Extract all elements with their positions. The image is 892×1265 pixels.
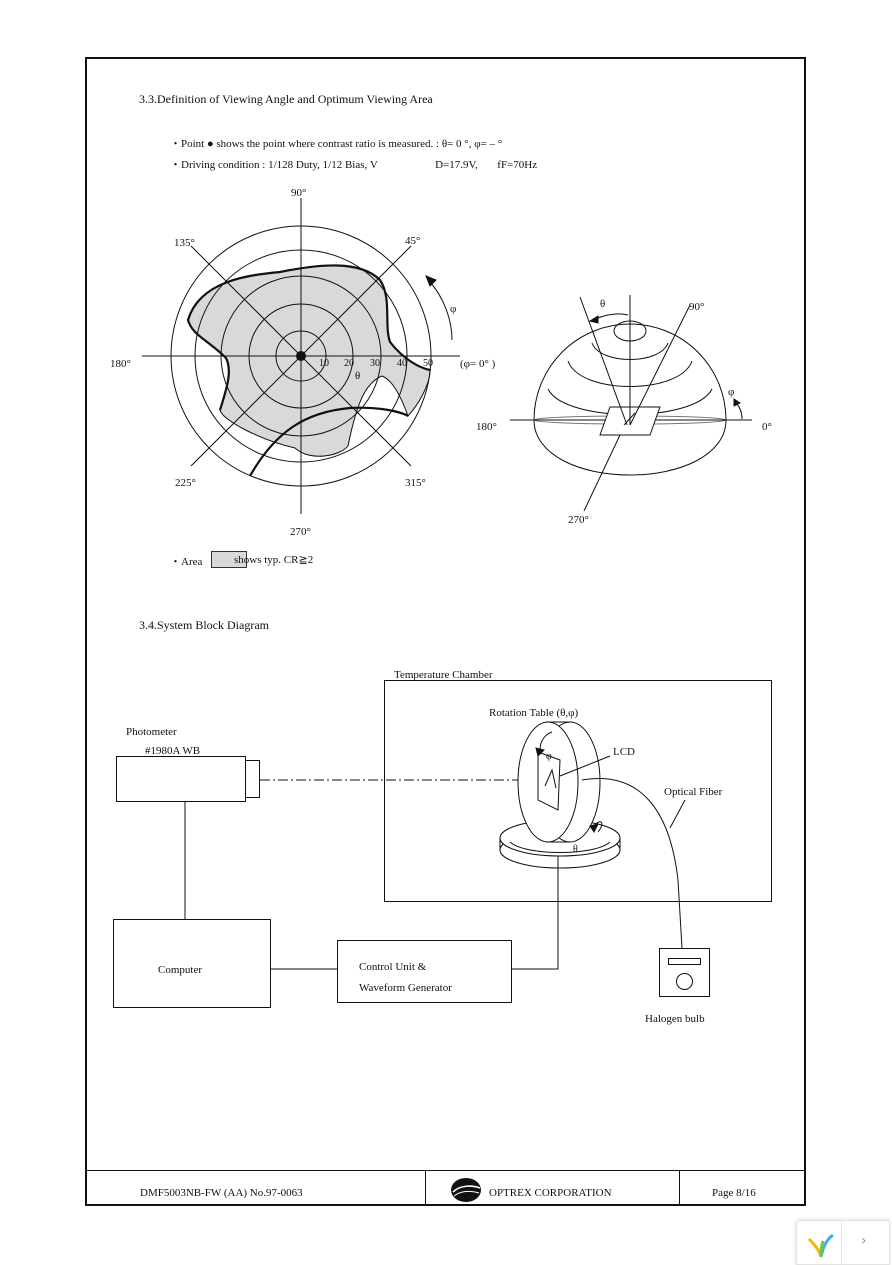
control-unit-box <box>337 940 512 1003</box>
halogen-bulb-slot <box>668 958 701 965</box>
halogen-bulb-lamp <box>676 973 693 990</box>
optimum-area-shape <box>187 264 431 457</box>
lcd-panel <box>537 751 561 811</box>
dome-line-270 <box>583 434 621 512</box>
temperature-chamber-box <box>384 680 772 902</box>
footer-divider <box>85 1170 806 1171</box>
disc-phi-label: φ <box>546 751 552 762</box>
dome-label-0: 0° <box>762 421 772 433</box>
radial-tick-40: 40 <box>397 358 407 369</box>
dome-label-180: 180° <box>476 421 497 433</box>
dome-theta-label: θ <box>600 298 605 310</box>
bullet-measure-point: ・Point ● shows the point where contrast … <box>170 138 503 150</box>
control-unit-label-line1: Control Unit & <box>359 961 427 973</box>
rotation-table-label: Rotation Table (θ,φ) <box>489 707 578 719</box>
viewer-nav-divider <box>841 1221 842 1264</box>
disc-phi-arrowhead <box>535 747 545 757</box>
section-33-title: 3.3.Definition of Viewing Angle and Opti… <box>139 92 433 106</box>
angle-label-270: 270° <box>290 526 311 538</box>
dome-view-line-theta <box>579 296 628 426</box>
temperature-chamber-label: Temperature Chamber <box>394 669 493 681</box>
polar-phi-label: φ <box>450 303 456 315</box>
phi-rotation-arc <box>429 281 453 341</box>
photometer-label: Photometer <box>126 726 177 738</box>
polar-theta-label: θ <box>355 370 360 382</box>
optical-fiber-leader <box>669 799 686 829</box>
dome-phi-label: φ <box>728 386 734 398</box>
area-legend-text: shows typ. CR≧2 <box>234 554 314 566</box>
driving-voltage: D=17.9V, <box>435 159 478 171</box>
footer-separator-1 <box>425 1170 426 1206</box>
angle-label-315: 315° <box>405 477 426 489</box>
turntable-theta-arrowhead <box>589 823 599 833</box>
turntable-theta-arc <box>509 841 611 853</box>
control-turntable-link <box>512 856 559 970</box>
radial-tick-30: 30 <box>370 358 380 369</box>
radial-tick-10: 10 <box>319 358 329 369</box>
angle-label-45: 45° <box>405 235 420 247</box>
frame-frequency: F=70Hz <box>500 159 538 171</box>
footer-separator-2 <box>679 1170 680 1206</box>
photometer-model-label: #1980A WB <box>145 745 200 757</box>
dome-diagram: θ 90° 180° φ 0° 270° <box>476 295 772 526</box>
dome-view-line-90 <box>629 304 691 426</box>
turntable-theta-label: θ <box>573 844 578 855</box>
halogen-bulb-label: Halogen bulb <box>645 1013 705 1025</box>
page-frame <box>85 57 806 1206</box>
footer-doc-id: DMF5003NB-FW (AA) No.97-0063 <box>140 1187 303 1199</box>
radial-tick-50: 50 <box>423 358 433 369</box>
viewer-nav-widget[interactable]: › <box>796 1220 890 1265</box>
control-unit-label-line2: Waveform Generator <box>359 982 452 994</box>
footer-page-number: Page 8/16 <box>712 1187 756 1199</box>
frame-frequency-f: f <box>497 159 501 171</box>
angle-label-225: 225° <box>175 477 196 489</box>
area-legend-prefix: ・Area <box>170 556 203 568</box>
radial-tick-20: 20 <box>344 358 354 369</box>
computer-box <box>113 919 271 1008</box>
area-legend-swatch <box>211 551 247 568</box>
measurement-point-dot <box>296 351 306 361</box>
section-34-title: 3.4.System Block Diagram <box>139 618 269 632</box>
dome-phi-arrowhead <box>733 398 741 407</box>
angle-label-90: 90° <box>291 187 306 199</box>
disc-phi-arc <box>539 731 553 751</box>
dome-center-mark <box>623 412 636 426</box>
optrex-logo-icon <box>451 1178 481 1202</box>
lcd-leader-line <box>559 755 611 777</box>
dome-theta-arrowhead <box>588 315 599 324</box>
optical-fiber-cable <box>581 778 683 949</box>
dome-label-270: 270° <box>568 514 589 526</box>
chevron-right-icon[interactable]: › <box>861 1233 867 1249</box>
optical-fiber-label: Optical Fiber <box>664 786 723 798</box>
dome-theta-arc <box>594 313 629 320</box>
computer-label: Computer <box>158 964 202 976</box>
angle-label-180: 180° <box>110 358 131 370</box>
halogen-bulb-box <box>659 948 710 997</box>
dome-phi-arc <box>735 402 743 420</box>
lcd-mark <box>544 768 557 789</box>
photometer-body <box>116 756 246 802</box>
footer-company: OPTREX CORPORATION <box>489 1187 612 1199</box>
dome-label-90: 90° <box>689 301 704 313</box>
photometer-lens <box>245 760 260 798</box>
lcd-label: LCD <box>613 746 635 758</box>
system-block-diagram: Temperature Chamber Rotation Table (θ,φ)… <box>113 669 772 1025</box>
polar-phi-zero-label: (φ= 0° ) <box>460 358 496 370</box>
angle-label-135: 135° <box>174 237 195 249</box>
viewer-leaf-icon <box>807 1233 834 1258</box>
driving-condition-main: ・Driving condition : 1/128 Duty, 1/12 Bi… <box>170 159 378 171</box>
bullet-driving-condition: ・Driving condition : 1/128 Duty, 1/12 Bi… <box>170 156 537 172</box>
phi-arrowhead <box>425 275 437 287</box>
polar-viewing-diagram: 90° 45° 135° 180° 225° 270° 315° 10 20 3… <box>110 187 496 538</box>
dome-lower-outline <box>533 419 727 476</box>
